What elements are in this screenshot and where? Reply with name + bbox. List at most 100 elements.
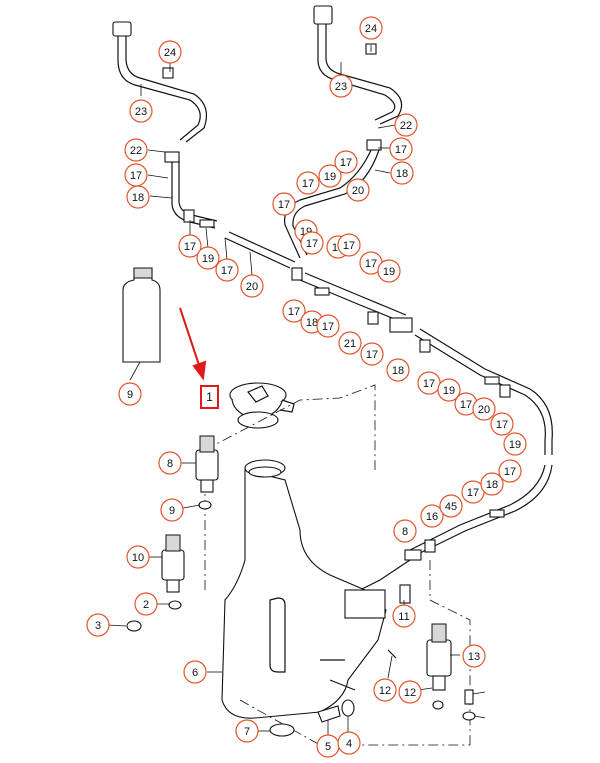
callout-number: 17 xyxy=(365,258,377,270)
callout-circle xyxy=(118,382,142,406)
callout-number: 11 xyxy=(398,611,409,623)
callout-number: 16 xyxy=(426,511,438,523)
callout-number: 6 xyxy=(192,667,198,679)
callout-9: 9 xyxy=(160,498,184,522)
callout-number: 19 xyxy=(509,439,521,451)
callout-17: 17 xyxy=(215,258,239,282)
callout-22: 22 xyxy=(394,113,418,137)
callout-number: 17 xyxy=(460,399,472,411)
callout-number: 19 xyxy=(324,171,336,183)
callout-number: 17 xyxy=(467,487,479,499)
callout-circle xyxy=(498,459,522,483)
callout-10: 10 xyxy=(126,545,150,569)
small-parts xyxy=(126,500,476,737)
callout-number: 18 xyxy=(306,317,318,329)
callout-circle xyxy=(386,358,410,382)
callout-number: 24 xyxy=(164,47,176,59)
callout-number: 12 xyxy=(379,685,391,697)
callout-12: 12 xyxy=(398,680,422,704)
callout-17: 17 xyxy=(300,231,324,255)
callout-17: 17 xyxy=(360,342,384,366)
callout-19: 19 xyxy=(377,259,401,283)
callout-circle xyxy=(394,113,418,137)
callout-17: 17 xyxy=(316,314,340,338)
callout-7: 7 xyxy=(235,719,259,743)
fitting-16 xyxy=(404,549,422,561)
callout-circle xyxy=(126,545,150,569)
callout-number: 17 xyxy=(343,240,355,252)
callout-18: 18 xyxy=(386,358,410,382)
callout-number: 17 xyxy=(130,170,142,182)
callout-4: 4 xyxy=(337,731,361,755)
callout-number: 4 xyxy=(346,738,352,750)
callout-number: 17 xyxy=(278,199,290,211)
callout-number: 18 xyxy=(132,192,144,204)
callout-circle xyxy=(160,498,184,522)
callout-19: 19 xyxy=(196,246,220,270)
callout-number: 19 xyxy=(383,266,395,278)
callout-number: 45 xyxy=(445,501,457,513)
fitting xyxy=(484,376,500,385)
callout-circle xyxy=(389,137,413,161)
callout-number: 17 xyxy=(306,238,318,250)
callout-8: 8 xyxy=(158,451,182,475)
fitting xyxy=(424,539,436,553)
callout-number: 18 xyxy=(486,479,498,491)
callout-circle xyxy=(462,644,486,668)
callout-circle xyxy=(183,660,207,684)
callout-number: 17 xyxy=(302,178,314,190)
callout-number: 8 xyxy=(402,526,408,538)
mounting-bracket xyxy=(344,589,386,619)
nozzle-connector-right xyxy=(313,5,333,25)
fitting xyxy=(314,287,330,296)
callout-number: 9 xyxy=(127,389,133,401)
callout-circle xyxy=(480,472,504,496)
callout-circle xyxy=(346,178,370,202)
clip xyxy=(162,67,174,79)
callout-number: 19 xyxy=(443,385,455,397)
callout-number: 17 xyxy=(504,466,516,478)
callout-circle xyxy=(360,342,384,366)
callout-17: 17 xyxy=(490,412,514,436)
highlight-text: 1 xyxy=(206,390,213,404)
callout-circle xyxy=(390,161,414,185)
callout-number: 24 xyxy=(365,23,377,35)
callout-number: 8 xyxy=(167,458,173,470)
callout-9: 9 xyxy=(118,382,142,406)
callout-circle xyxy=(490,412,514,436)
callout-circle xyxy=(334,150,358,174)
callout-circle xyxy=(196,246,220,270)
fluid-bottle xyxy=(122,267,161,363)
callout-circle xyxy=(420,504,444,528)
leader-lines xyxy=(107,45,486,735)
callout-circle xyxy=(282,299,306,323)
highlighted-part-label: 1 xyxy=(200,385,219,409)
callout-number: 12 xyxy=(404,687,416,699)
fitting xyxy=(489,509,505,518)
nozzle-connector xyxy=(112,21,132,37)
callout-17: 17 xyxy=(124,163,148,187)
callout-number: 21 xyxy=(344,338,356,350)
callout-circle xyxy=(178,234,202,258)
pointer-arrow xyxy=(179,307,201,369)
callout-circle xyxy=(373,678,397,702)
filler-cap xyxy=(229,382,295,429)
callout-2: 2 xyxy=(134,592,158,616)
callout-circle xyxy=(235,719,259,743)
callout-circle xyxy=(126,185,150,209)
callout-circle xyxy=(359,16,383,40)
callout-number: 23 xyxy=(135,106,147,118)
callout-11: 11 xyxy=(392,604,416,628)
callout-17: 17 xyxy=(296,171,320,195)
fitting xyxy=(419,339,431,353)
callout-circle xyxy=(503,432,527,456)
callout-circle xyxy=(439,494,463,518)
callout-circle xyxy=(129,99,153,123)
callout-number: 18 xyxy=(396,168,408,180)
fitting xyxy=(291,267,303,281)
callout-5: 5 xyxy=(316,734,340,758)
callout-17: 17 xyxy=(417,371,441,395)
callout-12: 12 xyxy=(373,678,397,702)
callout-circle xyxy=(158,40,182,64)
